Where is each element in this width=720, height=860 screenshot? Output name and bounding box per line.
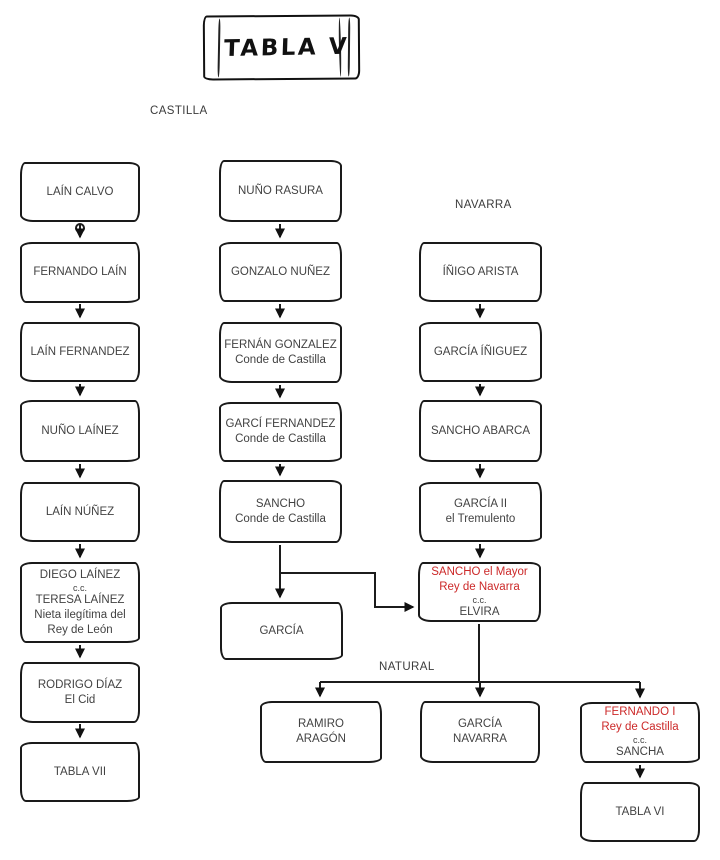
node-diego-lainez: DIEGO LAÍNEZ c.c. TERESA LAÍNEZ Nieta il…	[20, 562, 140, 643]
node-text: SANCHO ABARCA	[430, 424, 531, 437]
node-text: ELVIRA	[459, 605, 500, 618]
node-text-cc: c.c.	[72, 582, 87, 593]
node-text: TABLA VI	[615, 805, 665, 818]
node-text: GARCÍA	[457, 718, 503, 730]
node-text-red: FERNANDO I	[604, 706, 676, 718]
node-text: FERNÁN GONZALEZ	[224, 338, 337, 351]
node-text: TABLA VII	[53, 765, 107, 778]
node-lain-fernandez: LAÍN FERNANDEZ	[20, 322, 140, 382]
node-text: NUÑO LAÍNEZ	[41, 424, 119, 437]
node-gonzalo-nunez: GONZALO NUÑEZ	[219, 242, 342, 302]
node-text: Conde de Castilla	[235, 512, 326, 525]
node-text-cc: c.c.	[472, 594, 487, 605]
node-sancho-el-mayor: SANCHO el Mayor Rey de Navarra c.c. ELVI…	[418, 562, 541, 622]
page-title: TABLA V	[223, 33, 350, 62]
node-text: DIEGO LAÍNEZ	[39, 568, 121, 581]
node-text-red: SANCHO el Mayor	[431, 565, 528, 578]
node-garci-fernandez: GARCÍ FERNANDEZ Conde de Castilla	[219, 402, 342, 462]
label-natural: NATURAL	[379, 661, 435, 673]
node-text: GONZALO NUÑEZ	[230, 265, 331, 278]
node-text: Conde de Castilla	[235, 433, 326, 445]
node-text: SANCHO	[255, 497, 306, 510]
node-text: ARAGÓN	[296, 733, 346, 745]
node-text: LAÍN NÚÑEZ	[45, 505, 115, 518]
node-nuno-rasura: NUÑO RASURA	[219, 160, 342, 222]
node-fernan-gonzalez: FERNÁN GONZALEZ Conde de Castilla	[219, 322, 342, 383]
node-lain-calvo: LAÍN CALVO	[20, 162, 140, 222]
node-garcia-iniguez: GARCÍA ÍÑIGUEZ	[419, 322, 542, 382]
label-castilla: CASTILLA	[150, 105, 208, 117]
node-text: LAÍN CALVO	[46, 185, 114, 198]
node-text: Nieta ilegítima del	[34, 608, 126, 621]
node-text: RODRIGO DÍAZ	[37, 678, 123, 691]
node-rodrigo-diaz: RODRIGO DÍAZ El Cid	[20, 662, 140, 723]
node-text-red: Rey de Navarra	[439, 580, 520, 593]
node-text: GARCÍA	[259, 624, 304, 637]
node-sancho-abarca: SANCHO ABARCA	[419, 400, 542, 462]
node-garcia-ii: GARCÍA II el Tremulento	[419, 482, 542, 542]
node-inigo-arista: ÍÑIGO ARISTA	[419, 242, 542, 302]
node-fernando-lain: FERNANDO LAÍN	[20, 242, 140, 303]
node-ramiro-aragon: RAMIRO ARAGÓN	[260, 701, 382, 763]
node-text: NAVARRA	[453, 733, 507, 745]
node-text: Conde de Castilla	[235, 353, 326, 366]
node-tabla-vi: TABLA VI	[580, 782, 700, 842]
node-text: ÍÑIGO ARISTA	[442, 265, 519, 278]
node-text: el Tremulento	[445, 513, 516, 525]
label-navarra: NAVARRA	[455, 199, 512, 211]
node-nuno-lainez: NUÑO LAÍNEZ	[20, 400, 140, 462]
node-text: NUÑO RASURA	[238, 184, 323, 197]
title-box: TABLA V	[202, 14, 361, 81]
node-text: El Cid	[64, 693, 96, 706]
node-text: GARCÍA ÍÑIGUEZ	[433, 345, 528, 358]
node-fernando-i: FERNANDO I Rey de Castilla c.c. SANCHA	[580, 702, 700, 763]
node-text: SANCHA	[616, 746, 664, 758]
edge-loop-doodle	[75, 223, 85, 233]
node-text: Rey de León	[47, 623, 113, 636]
node-lain-nunez: LAÍN NÚÑEZ	[20, 482, 140, 542]
node-text: GARCÍA II	[453, 498, 508, 510]
node-text: TERESA LAÍNEZ	[35, 593, 125, 606]
node-garcia: GARCÍA	[220, 602, 343, 660]
node-text-cc: c.c.	[632, 735, 647, 745]
node-garcia-navarra: GARCÍA NAVARRA	[420, 701, 540, 763]
node-text-red: Rey de Castilla	[601, 721, 679, 733]
node-text: LAÍN FERNANDEZ	[30, 345, 130, 358]
node-text: RAMIRO	[298, 718, 344, 730]
node-tabla-vii: TABLA VII	[20, 742, 140, 802]
node-text: GARCÍ FERNANDEZ	[225, 418, 336, 430]
node-sancho-conde: SANCHO Conde de Castilla	[219, 480, 342, 543]
node-text: FERNANDO LAÍN	[33, 266, 127, 278]
